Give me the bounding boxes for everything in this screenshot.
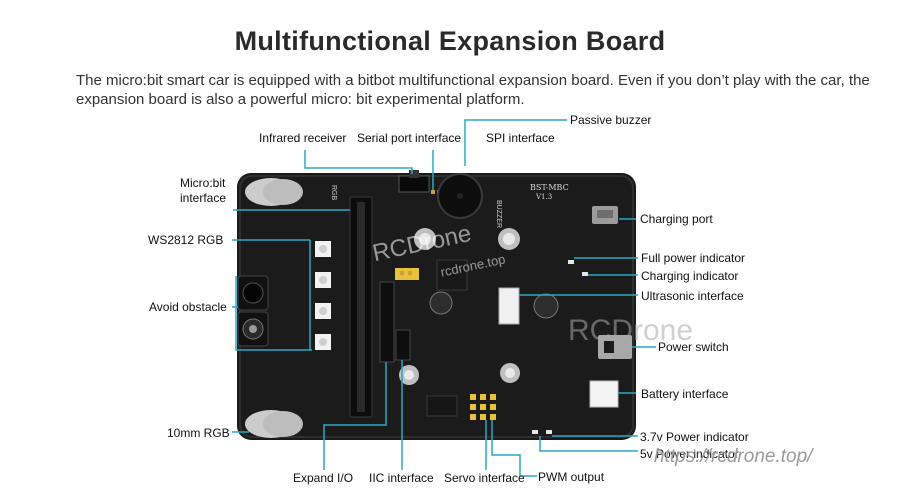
label-pwm: PWM output — [538, 470, 605, 484]
board-rgb-text: RGB — [330, 185, 337, 201]
label-serial-port: Serial port interface — [357, 131, 462, 145]
label-microbit-line2: interface — [180, 191, 227, 205]
label-power-switch: Power switch — [658, 340, 729, 354]
label-servo: Servo interface — [444, 471, 525, 485]
leader-pwm — [491, 420, 537, 477]
watermark-url-large: https://rcdrone.top/ — [654, 446, 813, 467]
label-ultrasonic: Ultrasonic interface — [641, 289, 744, 303]
leader-passive-buzzer — [464, 119, 567, 150]
main-chip — [436, 259, 468, 291]
board-model-text: BST-MBC — [530, 183, 569, 192]
label-charging-indicator: Charging indicator — [641, 269, 739, 283]
power-switch — [598, 335, 632, 359]
label-ws2812: WS2812 RGB — [148, 233, 224, 247]
label-37v-indicator: 3.7v Power indicator — [640, 430, 749, 444]
ultrasonic-connector — [498, 287, 520, 325]
spi-header — [395, 268, 419, 280]
rgb-10mm-leds — [245, 178, 303, 438]
passive-buzzer — [437, 173, 483, 219]
label-avoid-obstacle: Avoid obstacle — [149, 300, 227, 314]
label-microbit-line1: Micro:bit — [180, 176, 226, 190]
indicator-leds — [532, 260, 588, 434]
infrared-receiver — [398, 170, 430, 193]
label-expand-io: Expand I/O — [293, 471, 354, 485]
board-version-text: V1.3 — [535, 193, 552, 201]
leader-avoid-box — [235, 276, 310, 351]
label-spi: SPI interface — [486, 131, 555, 145]
expand-io-header — [379, 281, 411, 363]
capacitors — [429, 291, 559, 319]
watermark-brand-b: RCDrone — [568, 314, 694, 347]
label-10mm-rgb: 10mm RGB — [167, 426, 230, 440]
leader-lines — [232, 119, 656, 477]
leader-infrared-receiver — [304, 150, 413, 174]
leader-expand-io — [323, 362, 387, 470]
page-description: The micro:bit smart car is equipped with… — [76, 72, 870, 108]
servo-header — [470, 394, 496, 420]
label-5v-indicator: 5v Power indicator — [640, 447, 739, 461]
page-title: Multifunctional Expansion Board — [234, 26, 666, 56]
ws2812-leds — [315, 241, 331, 350]
driver-chip — [426, 395, 458, 417]
leader-5v — [539, 436, 638, 452]
mounting-holes — [399, 228, 520, 385]
label-battery: Battery interface — [641, 387, 729, 401]
label-infrared-receiver: Infrared receiver — [259, 131, 347, 145]
charging-port — [592, 206, 618, 224]
board-buzzer-text: BUZZER — [495, 200, 502, 228]
battery-connector — [589, 380, 619, 408]
avoid-obstacle-sensors — [237, 275, 269, 347]
label-iic: IIC interface — [369, 471, 434, 485]
label-full-power: Full power indicator — [641, 251, 746, 265]
label-passive-buzzer: Passive buzzer — [570, 113, 652, 127]
label-charging-port: Charging port — [640, 212, 713, 226]
